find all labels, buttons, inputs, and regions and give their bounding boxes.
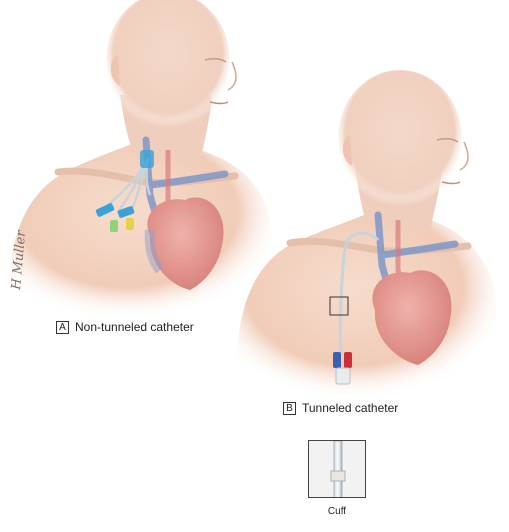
eye-a xyxy=(204,57,227,63)
heart-vessel-a xyxy=(144,229,164,274)
nose-a xyxy=(227,61,237,91)
clamp-white-b xyxy=(335,367,351,385)
clamp-blue-2 xyxy=(117,206,135,218)
cuff-inset xyxy=(308,440,366,498)
label-non-tunneled: A Non-tunneled catheter xyxy=(56,320,194,334)
label-tunneled: B Tunneled catheter xyxy=(283,401,398,415)
clamp-green xyxy=(110,220,118,232)
clamp-blue-1 xyxy=(95,203,115,217)
mouth-b xyxy=(441,181,461,185)
panel-letter-b: B xyxy=(283,401,296,415)
caption-tunneled: Tunneled catheter xyxy=(302,401,399,415)
cuff-marker-box xyxy=(329,296,349,316)
clamp-yellow xyxy=(126,218,134,230)
torso-a xyxy=(9,140,272,320)
nose-b xyxy=(459,141,469,171)
clamp-blue-b xyxy=(333,352,341,368)
ear-b xyxy=(342,135,352,166)
caption-non-tunneled: Non-tunneled catheter xyxy=(75,320,194,334)
catheter-line-b xyxy=(338,231,380,356)
eye-b xyxy=(436,137,459,143)
torso-b xyxy=(236,212,497,400)
catheter-hub-a xyxy=(140,150,154,168)
panel-letter-a: A xyxy=(56,320,69,334)
mouth-a xyxy=(209,101,229,105)
cuff-inset-drawing xyxy=(309,441,365,497)
clamp-red xyxy=(344,352,352,368)
ear-a xyxy=(110,55,120,86)
figure-a: H Muller xyxy=(9,0,272,320)
head-b xyxy=(338,70,462,206)
head-a xyxy=(106,0,230,128)
cuff-caption: Cuff xyxy=(327,506,347,517)
figure-b xyxy=(236,70,497,400)
heart-a xyxy=(147,197,224,290)
artist-signature: H Muller xyxy=(9,229,29,291)
heart-b xyxy=(372,270,452,365)
